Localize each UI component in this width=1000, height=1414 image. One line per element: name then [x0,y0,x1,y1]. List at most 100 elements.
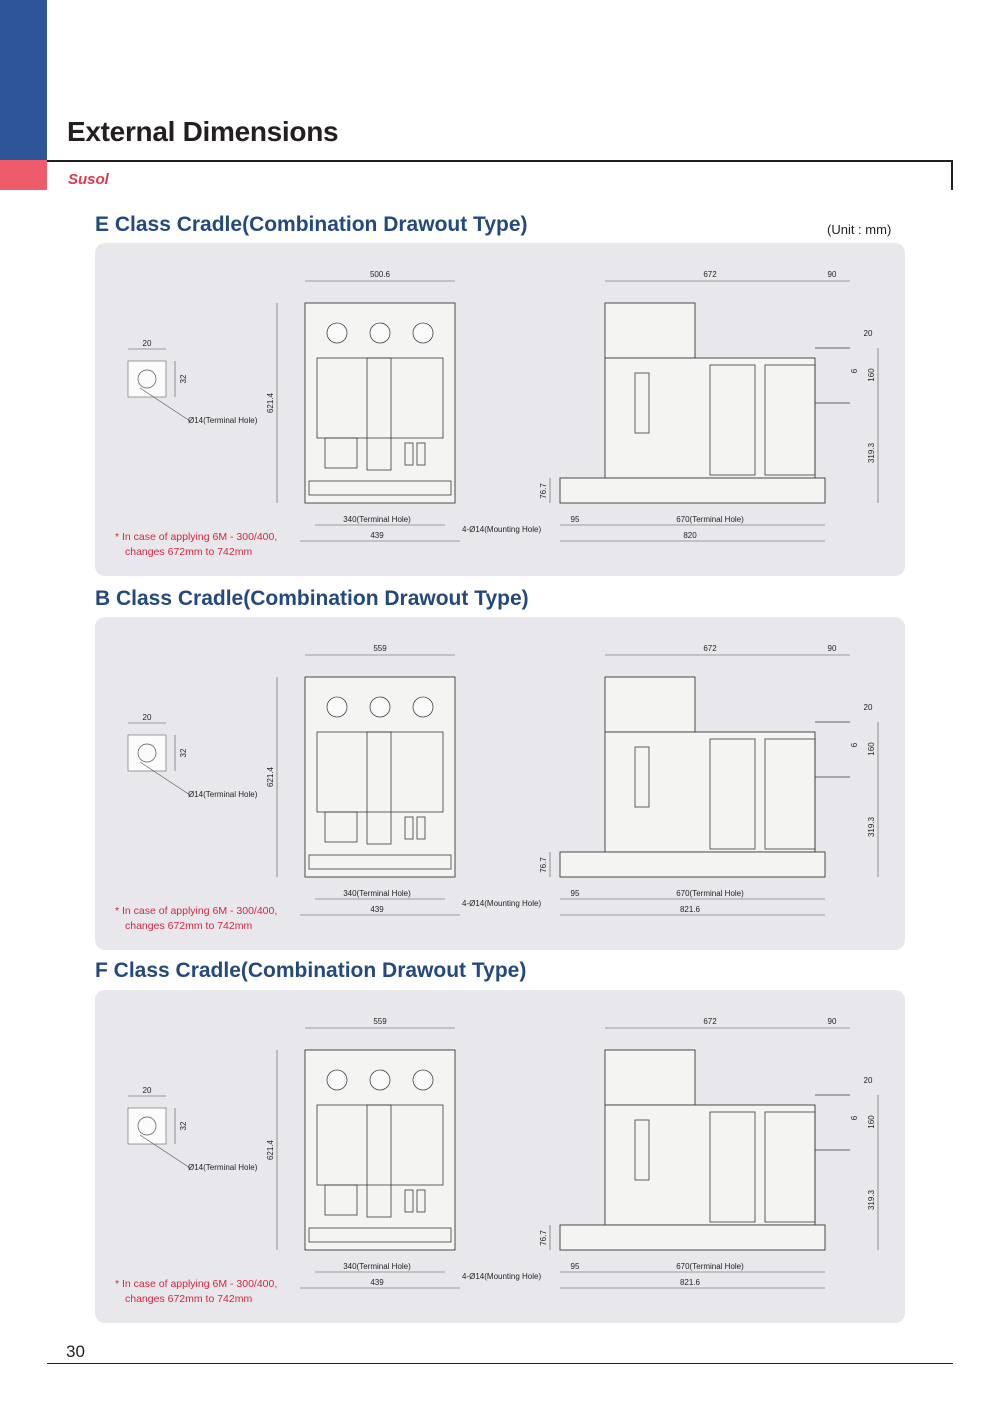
side-terminal-label: 670(Terminal Hole) [676,1262,744,1271]
side-terminal-height-label: 319.3 [867,816,876,837]
page-title: External Dimensions [67,116,339,147]
terminal-detail-plate [127,734,167,772]
terminal-bushing [326,696,348,718]
terminal-bushing [412,1069,434,1091]
note-line-1: * In case of applying 6M - 300/400, [115,1278,278,1290]
terminal-hole [137,369,157,389]
terminal-bushing [412,322,434,344]
mounting-hole-label: 4-Ø14(Mounting Hole) [462,525,541,534]
side-offset-label: 95 [571,1262,580,1271]
note-line-1: * In case of applying 6M - 300/400, [115,531,278,543]
detail-width-label: 20 [143,339,152,348]
mounting-hole-label: 4-Ø14(Mounting Hole) [462,899,541,908]
front-terminal-label: 340(Terminal Hole) [343,515,411,524]
terminal-bushing [326,322,348,344]
cradle-note: * In case of applying 6M - 300/400, chang… [115,1277,277,1307]
side-total-label: 821.6 [680,1278,701,1287]
detail-height-label: 32 [179,1121,188,1130]
front-height-label: 621.4 [266,1139,275,1160]
side-pitch-label: 160 [867,368,876,382]
detail-width-label: 20 [143,713,152,722]
side-terminal-height-label: 319.3 [867,442,876,463]
terminal-hole-label: Ø14(Terminal Hole) [188,416,258,425]
detail-height-label: 32 [179,748,188,757]
mounting-hole-label: 4-Ø14(Mounting Hole) [462,1272,541,1281]
page-number: 30 [66,1342,85,1361]
front-terminal-label: 340(Terminal Hole) [343,1262,411,1271]
side-total-label: 820 [683,531,697,540]
side-terminal-width-label: 20 [864,703,873,712]
front-width-label: 559 [373,1017,387,1026]
terminal-bushing [412,696,434,718]
brand-label: Susol [68,171,109,188]
title-rule-tick [951,160,953,190]
front-base-label: 439 [370,905,384,914]
side-base-height-label: 76.7 [539,857,548,873]
side-offset-label: 95 [571,889,580,898]
side-extension-label: 90 [828,1017,837,1026]
side-view-breaker-top [604,676,696,733]
terminal-hole [137,1116,157,1136]
header-accent-bar [0,0,47,160]
side-base-height-label: 76.7 [539,483,548,499]
side-base-height-label: 76.7 [539,1230,548,1246]
terminal-bushing [369,322,391,344]
side-terminal-thickness-label: 6 [850,1115,859,1120]
brand-accent-bar [0,160,47,190]
front-width-label: 500.6 [370,270,391,279]
front-terminal-label: 340(Terminal Hole) [343,889,411,898]
front-width-label: 559 [373,644,387,653]
side-terminal-thickness-label: 6 [850,368,859,373]
section-title-e-class: E Class Cradle(Combination Drawout Type) [95,213,528,236]
front-height-label: 621.4 [266,766,275,787]
side-view-breaker-top [604,302,696,359]
front-base-label: 439 [370,531,384,540]
side-extension-label: 90 [828,644,837,653]
terminal-hole-label: Ø14(Terminal Hole) [188,790,258,799]
side-depth-label: 672 [703,644,717,653]
front-base-label: 439 [370,1278,384,1287]
side-extension-label: 90 [828,270,837,279]
side-view-base [559,851,826,878]
detail-height-label: 32 [179,374,188,383]
detail-width-label: 20 [143,1086,152,1095]
note-line-2: changes 672mm to 742mm [125,1293,253,1305]
side-depth-label: 672 [703,1017,717,1026]
terminal-hole [137,743,157,763]
section-title-b-class: B Class Cradle(Combination Drawout Type) [95,587,529,610]
terminal-detail-plate [127,360,167,398]
side-terminal-label: 670(Terminal Hole) [676,515,744,524]
footer-rule [47,1363,953,1364]
section-title-f-class: F Class Cradle(Combination Drawout Type) [95,959,527,982]
side-depth-label: 672 [703,270,717,279]
side-terminal-height-label: 319.3 [867,1189,876,1210]
note-line-1: * In case of applying 6M - 300/400, [115,905,278,917]
front-height-label: 621.4 [266,392,275,413]
unit-label: (Unit : mm) [827,222,892,237]
side-offset-label: 95 [571,515,580,524]
title-rule [47,160,953,162]
terminal-hole-label: Ø14(Terminal Hole) [188,1163,258,1172]
note-line-2: changes 672mm to 742mm [125,920,253,932]
side-terminal-width-label: 20 [864,329,873,338]
side-view-breaker-top [604,1049,696,1106]
terminal-bushing [369,1069,391,1091]
note-line-2: changes 672mm to 742mm [125,546,253,558]
side-view-base [559,1224,826,1251]
side-view-base [559,477,826,504]
cradle-note: * In case of applying 6M - 300/400, chang… [115,904,277,934]
terminal-bushing [369,696,391,718]
side-terminal-width-label: 20 [864,1076,873,1085]
side-terminal-label: 670(Terminal Hole) [676,889,744,898]
terminal-bushing [326,1069,348,1091]
cradle-note: * In case of applying 6M - 300/400, chang… [115,530,277,560]
side-pitch-label: 160 [867,742,876,756]
side-terminal-thickness-label: 6 [850,742,859,747]
side-pitch-label: 160 [867,1115,876,1129]
